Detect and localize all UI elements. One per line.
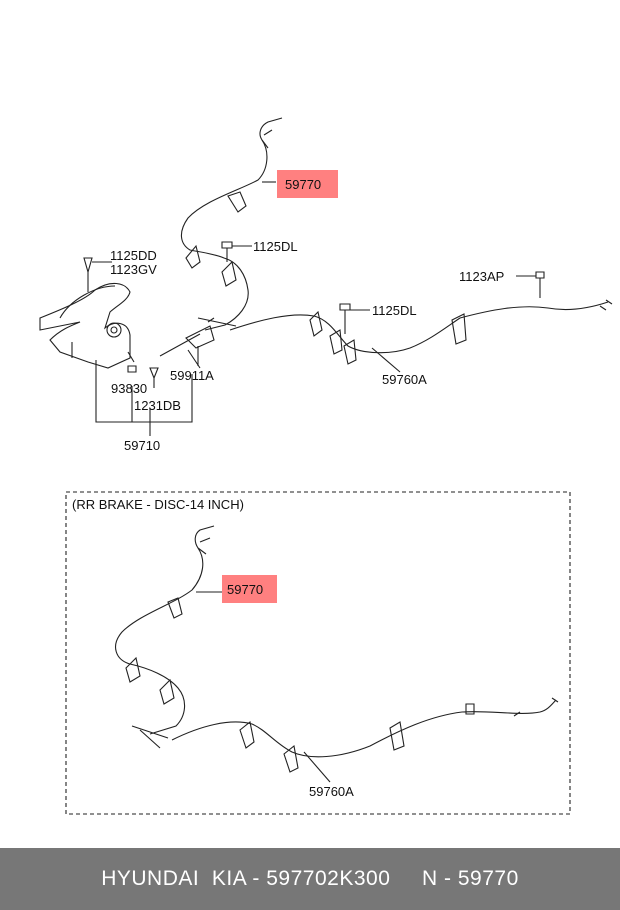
bolt-1125dl-mid xyxy=(339,303,351,334)
label-59770-upper: 59770 xyxy=(285,177,321,192)
cable-bracket-1 xyxy=(227,191,247,213)
label-1125dl-top: 1125DL xyxy=(253,239,298,254)
label-59770-lower: 59770 xyxy=(227,582,263,597)
bolt-1123ap xyxy=(535,271,545,298)
label-1125dd: 1125DD xyxy=(110,248,157,263)
lower-rear-cable-59760a xyxy=(171,699,557,758)
bolt-1125dd xyxy=(83,257,93,292)
section-title-rr-brake: (RR BRAKE - DISC-14 INCH) xyxy=(72,497,244,512)
label-1125dl-mid: 1125DL xyxy=(372,303,417,318)
front-cable-59770 xyxy=(180,117,283,331)
rr-brake-disc-section-frame xyxy=(65,491,571,815)
bolt-1125dl-top xyxy=(221,241,233,262)
parking-lever-59710 xyxy=(39,282,131,369)
label-59911a: 59911A xyxy=(170,368,214,383)
label-1231db: 1231DB xyxy=(134,398,181,413)
part-93830 xyxy=(127,365,137,373)
label-59710: 59710 xyxy=(124,438,160,453)
rear-cable-59760a xyxy=(229,301,609,354)
lower-front-cable-59770 xyxy=(115,525,215,735)
label-59760a-upper: 59760A xyxy=(382,372,427,387)
highlight-box-59770-lower xyxy=(222,575,277,603)
highlight-box-59770-upper xyxy=(277,170,338,198)
part-1231db xyxy=(149,367,159,388)
equalizer-59911a xyxy=(159,325,215,357)
label-1123ap: 1123AP xyxy=(459,269,504,284)
label-59760a-lower: 59760A xyxy=(309,784,354,799)
label-93830: 93830 xyxy=(111,381,147,396)
part-number-footer: HYUNDAI KIA - 597702K300 N - 59770 xyxy=(0,848,620,910)
label-1123gv: 1123GV xyxy=(110,262,157,277)
